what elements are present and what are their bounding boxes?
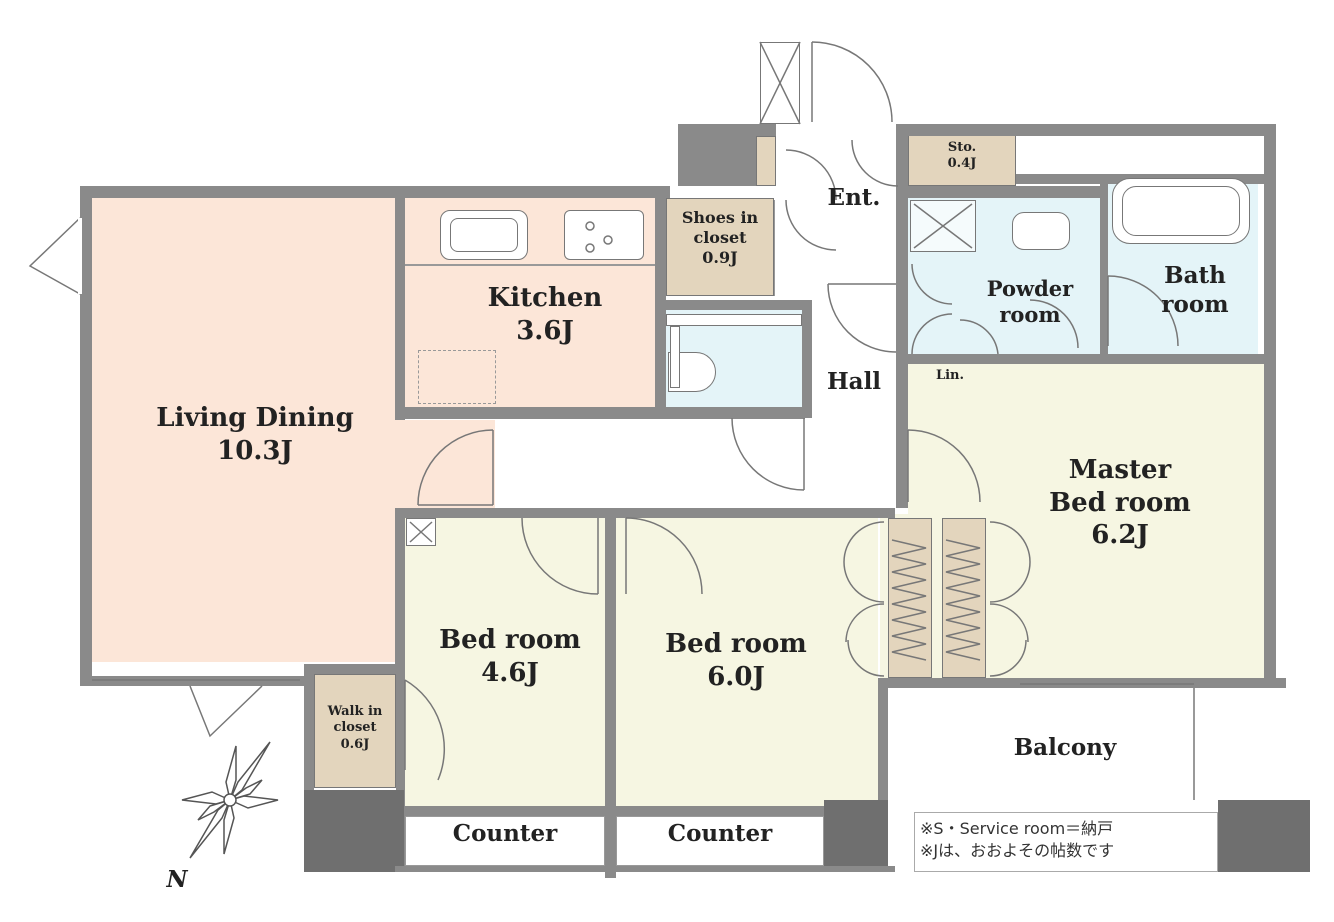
powder-room-label: Powder room xyxy=(970,276,1090,329)
wall-top-right xyxy=(896,124,1274,136)
wall-toilet-top xyxy=(666,300,812,310)
kitchen-size: 3.6J xyxy=(516,315,574,346)
shoes-closet-name-1: Shoes in xyxy=(681,208,759,227)
powder-room-name-2: room xyxy=(999,302,1061,328)
pillar-bottom-mid xyxy=(824,800,888,872)
counter-1-box xyxy=(405,816,605,866)
kitchen-label: Kitchen 3.6J xyxy=(460,282,630,347)
master-bed-name-1: Master xyxy=(1068,455,1172,485)
wall-left xyxy=(80,186,92,676)
wall-top-left xyxy=(80,186,670,198)
compass-north-label: N xyxy=(166,866,188,893)
bed-room-1-name: Bed room xyxy=(439,625,581,655)
balcony-label: Balcony xyxy=(1013,734,1117,761)
shoes-closet-label: Shoes in closet 0.9J xyxy=(666,208,774,268)
washbasin xyxy=(1012,212,1070,250)
counter-2-box xyxy=(616,816,824,866)
living-dining-name: Living Dining xyxy=(156,403,354,433)
kitchen-counter-line xyxy=(405,264,655,266)
walk-in-closet-size: 0.6J xyxy=(340,736,370,752)
walk-in-closet-name-1: Walk in xyxy=(327,704,383,719)
walk-in-closet xyxy=(314,674,396,788)
storage-name: Sto. xyxy=(947,140,977,155)
wall-bed1-left xyxy=(395,508,405,674)
wall-kitchen-right xyxy=(655,198,666,408)
walk-in-closet-name-2: closet xyxy=(333,720,377,736)
wall-walkin-left xyxy=(304,664,314,868)
master-bed-size: 6.2J xyxy=(1091,520,1149,550)
living-dining-size: 10.3J xyxy=(217,435,293,466)
shoes-closet-name-2: closet xyxy=(693,228,747,247)
kitchen-table xyxy=(418,350,496,404)
wall-bed2-right xyxy=(878,678,888,806)
compass-rose xyxy=(181,741,279,859)
entrance-label: Ent. xyxy=(827,184,881,211)
note-box xyxy=(914,812,1218,872)
pillar-bottom-left xyxy=(304,790,404,872)
bed-room-2-size: 6.0J xyxy=(707,661,765,692)
note-line-2: ※Jは、おおよその帖数です xyxy=(920,841,1115,861)
wall-counter-bottom xyxy=(395,866,895,872)
bed-room-1-size: 4.6J xyxy=(481,657,539,688)
toilet-counter xyxy=(666,314,802,326)
storage-size: 0.4J xyxy=(947,156,977,172)
bed-room-1-label: Bed room 4.6J xyxy=(420,624,600,689)
linen-label: Lin. xyxy=(935,368,965,383)
bath-room-name-2: room xyxy=(1161,290,1229,318)
storage-closet xyxy=(908,134,1016,186)
bath-room-label: Bath room xyxy=(1140,262,1250,320)
wall-bottom-left xyxy=(80,676,306,686)
bed-room-1 xyxy=(405,518,605,806)
shoes-closet-size: 0.9J xyxy=(702,248,738,267)
storage-label: Sto. 0.4J xyxy=(908,140,1016,173)
pillar-bottom-right xyxy=(1218,800,1310,872)
wall-right xyxy=(1264,124,1276,686)
meter-closet-b xyxy=(756,136,776,186)
balcony-rail-left xyxy=(884,688,888,800)
wall-bedroom-divider xyxy=(605,508,616,878)
note-line-1: ※S・Service room＝納戸 xyxy=(920,819,1114,838)
living-dining-label: Living Dining 10.3J xyxy=(130,402,380,467)
living-connector xyxy=(395,420,495,510)
wall-bedrooms-top xyxy=(395,508,895,518)
wall-walkin-top xyxy=(304,664,404,674)
counter-1-label: Counter xyxy=(452,820,558,847)
wall-kitchen-left xyxy=(395,198,405,420)
living-dining-room xyxy=(92,198,395,662)
wall-kitchen-bottom xyxy=(395,407,805,419)
master-bed-name-2: Bed room xyxy=(1049,487,1191,518)
master-bed-label: Master Bed room 6.2J xyxy=(1030,454,1210,552)
powder-room-name-1: Powder xyxy=(986,276,1074,301)
wall-bedrooms-bottom xyxy=(395,806,887,816)
kitchen-sink-basin xyxy=(450,218,518,252)
hall-label: Hall xyxy=(826,368,882,395)
wall-walkin-right xyxy=(396,664,405,868)
bed-room-2 xyxy=(616,518,878,806)
kitchen-stove xyxy=(564,210,644,260)
kitchen-name: Kitchen xyxy=(487,283,603,313)
toilet-tank xyxy=(670,326,680,388)
bed-room-2-name: Bed room xyxy=(665,629,807,659)
wall-powder-bottom xyxy=(908,354,1264,364)
wall-hall-right xyxy=(896,134,908,508)
wall-bath-left xyxy=(1100,174,1108,354)
wall-toilet-right xyxy=(802,300,812,418)
wall-powder-top xyxy=(908,186,1108,198)
bed-room-2-label: Bed room 6.0J xyxy=(646,628,826,693)
counter-2-label: Counter xyxy=(667,820,773,847)
bathtub-inner xyxy=(1122,186,1240,236)
walk-in-closet-label: Walk in closet 0.6J xyxy=(314,704,396,753)
wall-master-bottom xyxy=(878,678,1286,688)
bath-room-name-1: Bath xyxy=(1164,262,1226,289)
note-box-text: ※S・Service room＝納戸 ※Jは、おおよその帖数です xyxy=(920,818,1114,863)
